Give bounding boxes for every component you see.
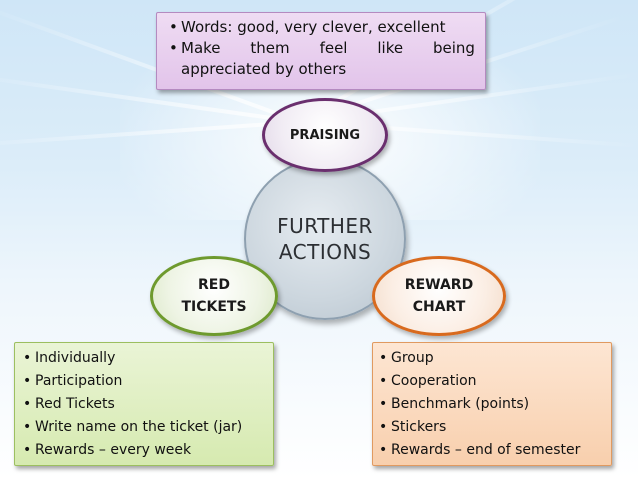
praising-details-list: Words: good, very clever, excellent Make…: [169, 17, 475, 80]
word: like: [377, 39, 404, 57]
reward-chart-details-list: Group Cooperation Benchmark (points) Sti…: [379, 347, 605, 462]
list-item: Make them feel like being appreciated by…: [169, 38, 475, 80]
list-item: Rewards – end of semester: [379, 439, 605, 462]
red-tickets-details-list: Individually Participation Red Tickets W…: [23, 347, 265, 462]
center-label-line1: FURTHER: [277, 214, 373, 238]
continuation-line: appreciated by others: [181, 60, 347, 78]
red-tickets-details-box: Individually Participation Red Tickets W…: [14, 342, 274, 466]
red-tickets-label: RED TICKETS: [181, 274, 246, 318]
reward-chart-label: REWARD CHART: [405, 274, 473, 318]
word: Make: [181, 39, 221, 57]
list-item: Individually: [23, 347, 265, 370]
reward-chart-line1: REWARD: [404, 277, 474, 293]
justified-line: Make them feel like being: [181, 38, 475, 59]
list-item: Group: [379, 347, 605, 370]
center-label: FURTHER ACTIONS: [277, 213, 373, 265]
list-item: Cooperation: [379, 370, 605, 393]
red-tickets-line1: RED: [198, 277, 230, 293]
list-item: Participation: [23, 370, 265, 393]
praising-details-box: Words: good, very clever, excellent Make…: [156, 12, 486, 90]
word: being: [433, 39, 475, 57]
list-item: Write name on the ticket (jar): [23, 416, 265, 439]
word: them: [250, 39, 290, 57]
reward-chart-line2: CHART: [412, 299, 466, 315]
reward-chart-details-box: Group Cooperation Benchmark (points) Sti…: [372, 342, 612, 466]
list-item: Benchmark (points): [379, 393, 605, 416]
red-tickets-line2: TICKETS: [181, 299, 247, 315]
praising-label: PRAISING: [289, 127, 361, 143]
list-item: Stickers: [379, 416, 605, 439]
reward-chart-node: REWARD CHART: [372, 256, 506, 336]
red-tickets-node: RED TICKETS: [150, 256, 278, 336]
list-item: Rewards – every week: [23, 439, 265, 462]
list-item: Red Tickets: [23, 393, 265, 416]
word: feel: [319, 39, 348, 57]
center-label-line2: ACTIONS: [278, 240, 372, 264]
list-item: Words: good, very clever, excellent: [169, 17, 475, 38]
praising-node: PRAISING: [262, 98, 388, 172]
